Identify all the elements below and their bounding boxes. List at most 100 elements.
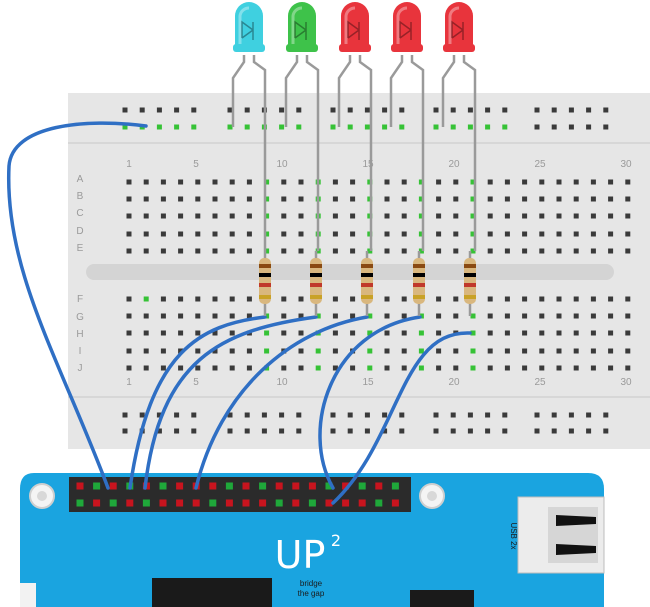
breadboard-hole — [453, 179, 459, 185]
gpio-pin — [126, 499, 134, 507]
breadboard-hole — [281, 213, 287, 219]
breadboard-hole — [143, 313, 149, 319]
gpio-pin — [292, 499, 300, 507]
breadboard-hole — [332, 248, 338, 254]
breadboard-hole — [332, 296, 338, 302]
breadboard-hole — [436, 213, 442, 219]
breadboard-hole — [195, 330, 201, 336]
power-rail-hole — [279, 107, 285, 113]
breadboard-hole — [522, 231, 528, 237]
power-rail-hole — [139, 412, 145, 418]
board-chip-right — [410, 590, 474, 607]
power-rail-hole — [603, 412, 609, 418]
power-rail-hole — [174, 428, 180, 434]
power-rail-hole — [122, 107, 128, 113]
breadboard-hole — [281, 248, 287, 254]
breadboard-hole — [143, 231, 149, 237]
breadboard-hole — [332, 313, 338, 319]
led-dome — [445, 2, 473, 48]
breadboard-hole — [487, 330, 493, 336]
breadboard-hole — [246, 296, 252, 302]
led-anvil — [241, 20, 254, 40]
breadboard-hole — [178, 248, 184, 254]
breadboard-hole — [590, 296, 596, 302]
breadboard-hole — [556, 365, 562, 371]
gpio-pin — [375, 499, 383, 507]
breadboard-hole — [367, 313, 373, 319]
breadboard-hole — [573, 248, 579, 254]
row-letter-g: G — [76, 312, 84, 323]
breadboard-hole — [178, 330, 184, 336]
breadboard-hole — [126, 365, 132, 371]
breadboard-hole — [487, 365, 493, 371]
led-highlight — [396, 6, 408, 44]
resistor-band — [361, 295, 373, 299]
power-rail-hole — [485, 107, 491, 113]
breadboard-hole — [487, 313, 493, 319]
breadboard-hole — [160, 213, 166, 219]
breadboard-hole — [401, 365, 407, 371]
gpio-pin — [259, 482, 267, 490]
breadboard-hole — [178, 231, 184, 237]
breadboard-hole — [212, 330, 218, 336]
gpio-pin — [192, 499, 200, 507]
gpio-pin — [308, 499, 316, 507]
gpio-pin — [225, 499, 233, 507]
power-rail-hole — [364, 107, 370, 113]
column-number-30-top: 30 — [620, 159, 632, 170]
breadboard-hole — [573, 348, 579, 354]
up2-board: USB 2x UP 2 bridge the gap — [20, 473, 605, 607]
breadboard-hole — [436, 231, 442, 237]
power-rail-hole — [534, 107, 540, 113]
breadboard-hole — [350, 196, 356, 202]
breadboard-hole — [436, 365, 442, 371]
power-rail-hole — [227, 428, 233, 434]
usb-port-top — [556, 515, 596, 526]
breadboard-hole — [556, 179, 562, 185]
breadboard-hole — [350, 231, 356, 237]
breadboard-hole — [143, 365, 149, 371]
breadboard-hole — [160, 196, 166, 202]
gpio-pin — [325, 499, 333, 507]
breadboard-hole — [264, 348, 270, 354]
breadboard-hole — [212, 231, 218, 237]
breadboard-hole — [436, 313, 442, 319]
column-number-25-top: 25 — [534, 159, 546, 170]
board-tagline-line2: the gap — [298, 589, 325, 598]
breadboard: 1 5 10 15 20 25 30 1 5 10 15 20 25 30 A … — [68, 93, 650, 449]
center-channel — [86, 264, 614, 280]
wires — [6, 121, 472, 505]
breadboard-hole — [401, 213, 407, 219]
power-rail-hole — [330, 428, 336, 434]
led-red — [389, 2, 425, 251]
power-rail-hole — [586, 412, 592, 418]
breadboard-hole — [246, 196, 252, 202]
breadboard-hole — [470, 248, 476, 254]
resistor-band — [413, 295, 425, 299]
breadboard-hole — [384, 196, 390, 202]
power-rail-hole — [191, 107, 197, 113]
gpio-pin — [292, 482, 300, 490]
gpio-pins — [76, 482, 399, 507]
breadboard-hole — [332, 330, 338, 336]
breadboard-hole — [539, 330, 545, 336]
breadboard-hole — [608, 348, 614, 354]
breadboard-hole — [625, 248, 631, 254]
resistor-band — [259, 273, 271, 277]
breadboard-hole — [212, 296, 218, 302]
breadboard-hole — [195, 231, 201, 237]
column-number-20-bottom: 20 — [448, 377, 460, 388]
breadboard-hole — [556, 248, 562, 254]
breadboard-hole — [298, 196, 304, 202]
power-rail-hole — [568, 107, 574, 113]
gpio-pin — [275, 482, 283, 490]
power-rail-hole — [279, 124, 285, 130]
power-rail-hole — [433, 428, 439, 434]
resistor-body — [259, 258, 271, 304]
power-rail-hole — [467, 428, 473, 434]
column-number-20-top: 20 — [448, 159, 460, 170]
breadboard-hole — [556, 231, 562, 237]
power-rail-hole — [296, 428, 302, 434]
power-rail-hole — [467, 412, 473, 418]
led-leg — [252, 55, 267, 251]
